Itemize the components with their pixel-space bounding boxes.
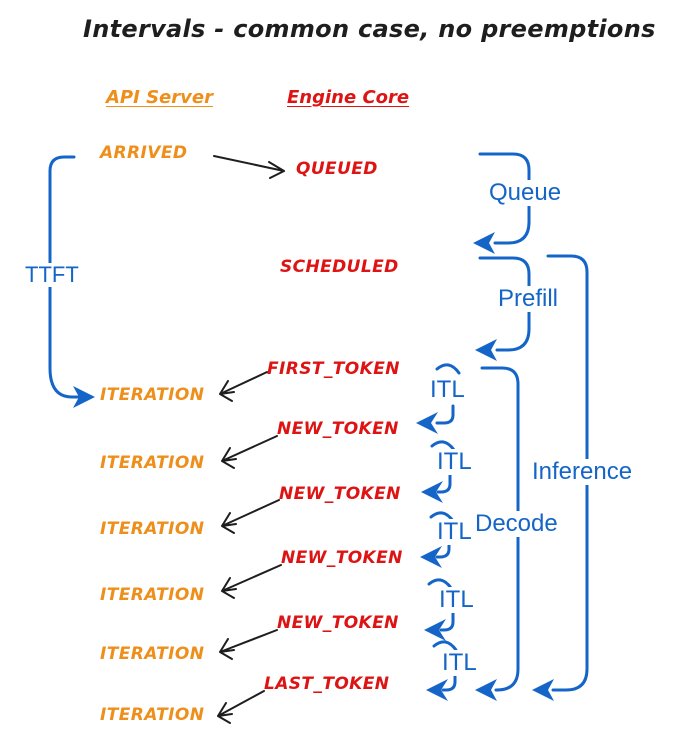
itl-arrowhead-1	[416, 412, 438, 434]
ttft-arrowhead	[73, 386, 95, 408]
arrow-new-token-3-to-iteration	[221, 564, 282, 599]
engine-core-column-header: Engine Core	[287, 87, 410, 108]
itl-hook-3	[435, 537, 451, 559]
event-iteration-1: ITERATION	[100, 385, 205, 405]
event-queued: QUEUED	[296, 159, 378, 179]
page-title: Intervals - common case, no preemptions	[83, 15, 656, 43]
interval-itl-label-1: ITL	[427, 376, 468, 404]
itl-arrowhead-4	[424, 619, 446, 641]
event-new-token-2: NEW_TOKEN	[279, 484, 401, 504]
arrow-first-token-to-iteration	[219, 371, 268, 402]
itl-arc-3	[429, 511, 455, 523]
event-last-token: LAST_TOKEN	[264, 674, 390, 694]
itl-arc-1	[435, 363, 461, 375]
itl-arc-4	[427, 578, 453, 590]
blue-arrowheads	[73, 232, 554, 701]
itl-arc-2	[430, 440, 456, 452]
arrow-new-token-1-to-iteration	[221, 435, 278, 469]
black-transition-arrows	[213, 155, 285, 724]
prefill-arrowhead	[475, 339, 497, 361]
event-new-token-1: NEW_TOKEN	[277, 419, 399, 439]
arrow-arrived-to-queued	[213, 155, 285, 179]
event-new-token-3: NEW_TOKEN	[281, 548, 403, 568]
itl-arrowhead-2	[421, 481, 443, 503]
arrow-new-token-2-to-iteration	[221, 499, 280, 534]
event-iteration-4: ITERATION	[100, 585, 205, 605]
event-iteration-2: ITERATION	[100, 453, 205, 473]
interval-itl-label-5: ITL	[439, 649, 480, 677]
event-new-token-4: NEW_TOKEN	[277, 613, 399, 633]
arrow-new-token-4-to-iteration	[219, 629, 278, 660]
interval-itl-label-3: ITL	[434, 518, 475, 546]
event-iteration-3: ITERATION	[100, 519, 205, 539]
interval-decode-label: Decode	[472, 510, 561, 538]
decode-arrowhead	[475, 679, 497, 701]
event-iteration-6: ITERATION	[100, 705, 205, 725]
event-arrived: ARRIVED	[100, 143, 188, 163]
itl-hook-5	[441, 670, 457, 692]
arrow-last-token-to-iteration	[217, 690, 265, 724]
event-first-token: FIRST_TOKEN	[267, 359, 400, 379]
itl-arrowhead-3	[420, 546, 442, 568]
itl-arc-5	[432, 640, 458, 652]
itl-hook-4	[439, 610, 455, 632]
interval-queue-label: Queue	[486, 179, 565, 207]
itl-hook-2	[436, 472, 452, 494]
itl-hook-1	[435, 404, 455, 425]
queue-arrowhead	[473, 232, 495, 254]
interval-inference-label: Inference	[529, 458, 636, 486]
event-iteration-5: ITERATION	[100, 644, 205, 664]
api-server-column-header: API Server	[106, 87, 213, 108]
inference-arrowhead	[532, 679, 554, 701]
interval-itl-label-2: ITL	[434, 448, 475, 476]
event-scheduled: SCHEDULED	[280, 257, 399, 277]
interval-itl-label-4: ITL	[436, 586, 477, 614]
interval-prefill-label: Prefill	[495, 285, 562, 313]
itl-arrowhead-5	[426, 679, 448, 701]
interval-ttft-label: TTFT	[22, 262, 82, 288]
